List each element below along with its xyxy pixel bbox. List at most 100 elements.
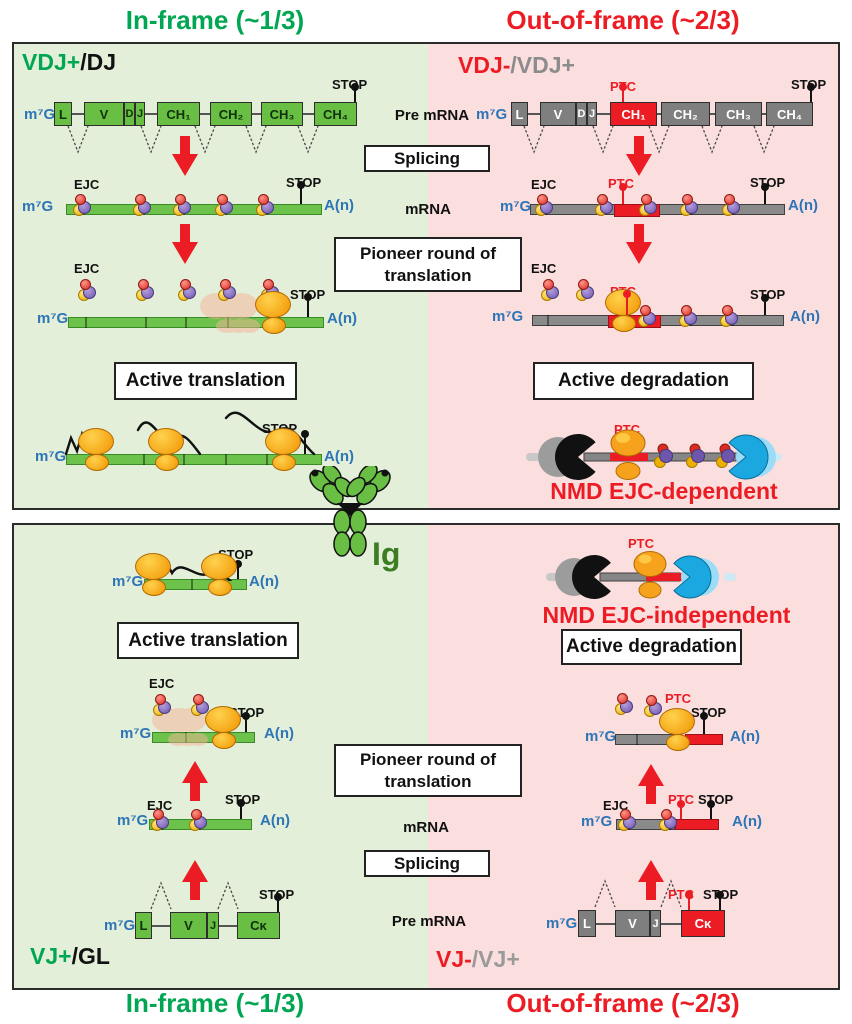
ejc-icon bbox=[686, 443, 705, 468]
intron-dashes bbox=[297, 125, 319, 154]
stop-codon-pin bbox=[351, 83, 359, 102]
polya-label: A(n) bbox=[788, 197, 818, 214]
backbone-line bbox=[200, 113, 210, 115]
stage-label-mrna: mRNA bbox=[405, 201, 451, 218]
stop-codon-pin bbox=[761, 183, 769, 204]
backbone-line bbox=[252, 113, 261, 115]
title-vj-plus: VJ+ bbox=[30, 943, 72, 969]
translated-mrna-bar bbox=[66, 454, 322, 465]
exon-box-d: D bbox=[124, 102, 135, 126]
bottom-panel: STOP m⁷G A(n) Active translation EJC STO… bbox=[12, 523, 840, 990]
cap-label: m⁷G bbox=[585, 728, 617, 745]
footer-in-frame: In-frame (~1/3) bbox=[125, 988, 305, 1018]
exon-box-j: J bbox=[207, 912, 219, 939]
ejc-icon bbox=[637, 305, 657, 329]
ejc-icon bbox=[135, 279, 155, 303]
arrow-splicing-left bbox=[172, 136, 198, 176]
ejc-label: EJC bbox=[74, 261, 100, 276]
exon-box-leader: L bbox=[511, 102, 528, 126]
exon-box-ckappa-ptc: Cκ bbox=[681, 910, 725, 937]
exon-box-leader: L bbox=[578, 910, 596, 937]
top-panel: VDJ+/DJ VDJ-/VDJ+ m⁷G L V D J CH₁ CH₂ CH… bbox=[12, 42, 840, 510]
pioneer-round-box: Pioneer round of translation bbox=[334, 744, 522, 797]
exonuclease-pacman-icon bbox=[572, 555, 611, 599]
ribosome-icon-stalled bbox=[658, 708, 698, 752]
arrow-pioneer-left bbox=[182, 761, 208, 801]
exosome-pacman-icon bbox=[673, 555, 712, 599]
stop-codon-pin bbox=[274, 893, 282, 912]
active-translation-box: Active translation bbox=[117, 622, 299, 659]
ig-hinge bbox=[337, 503, 363, 516]
arrow-splicing-right bbox=[638, 860, 664, 900]
intron-dashes bbox=[140, 125, 162, 154]
ejc-icon bbox=[172, 194, 192, 218]
stop-codon-pin bbox=[297, 181, 305, 204]
stop-codon-pin bbox=[700, 712, 708, 734]
ejc-icon bbox=[255, 194, 275, 218]
stop-codon-pin bbox=[242, 712, 250, 732]
stop-codon-pin bbox=[707, 800, 715, 819]
active-degradation-box: Active degradation bbox=[533, 362, 754, 400]
exon-box-j: J bbox=[650, 910, 661, 937]
ptc-label: PTC bbox=[668, 793, 694, 807]
ejc-label: EJC bbox=[603, 798, 629, 813]
backbone-line bbox=[152, 925, 170, 927]
title-vdj-plus: VDJ+ bbox=[22, 49, 81, 75]
polya-label: A(n) bbox=[260, 812, 290, 829]
cap-label: m⁷G bbox=[37, 310, 69, 327]
exon-box-ch1-ptc: CH₁ bbox=[610, 102, 657, 126]
backbone-line bbox=[145, 113, 157, 115]
ribosome-icon bbox=[633, 551, 667, 577]
ptc-pin bbox=[685, 891, 693, 910]
arrow-splicing-left bbox=[182, 860, 208, 900]
stop-label: STOP bbox=[332, 77, 368, 92]
ejc-label: EJC bbox=[149, 676, 175, 691]
cap-label: m⁷G bbox=[24, 106, 56, 123]
ejc-label: EJC bbox=[74, 177, 100, 192]
stop-codon-pin bbox=[304, 293, 312, 317]
intron-dashes-up bbox=[660, 879, 682, 908]
nmd-degradation-complex bbox=[526, 429, 782, 480]
ptc-label: PTC bbox=[665, 691, 691, 706]
cap-label: m⁷G bbox=[117, 812, 149, 829]
stop-label: STOP bbox=[698, 792, 734, 807]
ejc-icon bbox=[77, 279, 97, 303]
pioneer-round-box: Pioneer round of translation bbox=[334, 237, 522, 292]
cap-label: m⁷G bbox=[104, 917, 136, 934]
polya-label: A(n) bbox=[264, 725, 294, 742]
exon-box-v: V bbox=[615, 910, 650, 937]
ribosome-icon bbox=[77, 428, 117, 472]
intron-dashes bbox=[194, 125, 216, 154]
polya-label: A(n) bbox=[324, 197, 354, 214]
backbone-line bbox=[710, 113, 715, 115]
ribosome-icon bbox=[204, 706, 244, 750]
ribosome-icon bbox=[264, 428, 304, 472]
ejc-label: EJC bbox=[531, 177, 557, 192]
ejc-icon bbox=[217, 279, 237, 303]
exon-box-leader: L bbox=[135, 912, 152, 939]
exonuclease-pacman-icon bbox=[554, 434, 596, 480]
splicing-box: Splicing bbox=[364, 145, 490, 172]
title-vdj-minus: VDJ- bbox=[458, 52, 511, 78]
ejc-icon bbox=[540, 279, 560, 303]
header-in-frame: In-frame (~1/3) bbox=[125, 5, 305, 35]
backbone-line bbox=[219, 925, 237, 927]
backbone-line bbox=[596, 923, 615, 925]
cap-label: m⁷G bbox=[581, 813, 613, 830]
title-dj: /DJ bbox=[80, 49, 116, 75]
intron-dashes-up bbox=[217, 881, 239, 910]
backbone-line bbox=[303, 113, 314, 115]
ejc-icon bbox=[177, 279, 197, 303]
top-right-title: VDJ-/VDJ+ bbox=[458, 52, 575, 79]
exon-box-d: D bbox=[576, 102, 587, 126]
stop-codon-pin bbox=[237, 799, 245, 819]
intron-dashes bbox=[245, 125, 267, 154]
ejc-icon bbox=[614, 693, 634, 717]
intron-dashes-up bbox=[594, 879, 616, 908]
exon-box-ch3: CH₃ bbox=[261, 102, 303, 126]
cap-label: m⁷G bbox=[500, 198, 532, 215]
intron-dashes bbox=[753, 125, 775, 154]
ptc-red-bar bbox=[675, 819, 719, 830]
ejc-icon bbox=[575, 279, 595, 303]
nmd-degradation-complex bbox=[546, 551, 736, 599]
